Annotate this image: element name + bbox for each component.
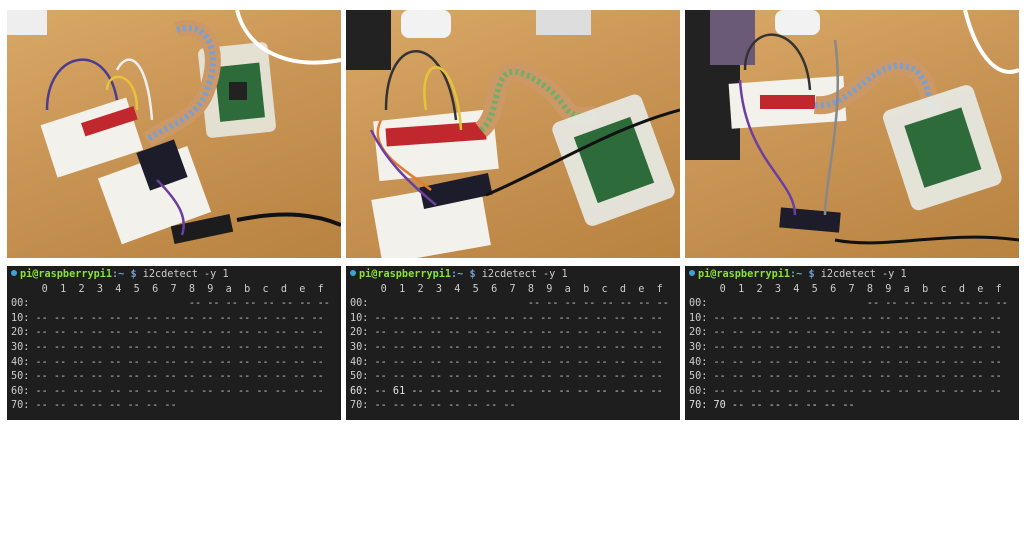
header-row: 0 1 2 3 4 5 6 7 8 9 a b c d e f — [350, 283, 663, 295]
terminal-output-2: pi@raspberrypi1:~ $ i2cdetect -y 1 0 1 2… — [346, 266, 680, 420]
row-50: 50: -- -- -- -- -- -- -- -- -- -- -- -- … — [689, 371, 1002, 383]
row-20: 20: -- -- -- -- -- -- -- -- -- -- -- -- … — [689, 327, 1002, 339]
photo-setup-3 — [685, 10, 1019, 258]
terminal-status-dot-icon — [11, 270, 17, 276]
row-70: 70: -- -- -- -- -- -- -- -- — [350, 400, 516, 412]
row-50: 50: -- -- -- -- -- -- -- -- -- -- -- -- … — [11, 371, 324, 383]
row-70: 70: 70 -- -- -- -- -- -- -- — [689, 400, 855, 412]
header-row: 0 1 2 3 4 5 6 7 8 9 a b c d e f — [689, 283, 1002, 295]
terminal-output-1: pi@raspberrypi1:~ $ i2cdetect -y 1 0 1 2… — [7, 266, 341, 420]
photo-setup-1 — [7, 10, 341, 258]
row-30: 30: -- -- -- -- -- -- -- -- -- -- -- -- … — [689, 341, 1002, 353]
row-00: 00: -- -- -- -- -- -- -- -- — [689, 298, 1008, 310]
prompt-user-host: pi@raspberrypi1 — [698, 269, 791, 280]
prompt-user-host: pi@raspberrypi1 — [359, 269, 452, 280]
header-row: 0 1 2 3 4 5 6 7 8 9 a b c d e f — [11, 283, 324, 295]
row-00: 00: -- -- -- -- -- -- -- -- — [11, 298, 330, 310]
terminal-output-3: pi@raspberrypi1:~ $ i2cdetect -y 1 0 1 2… — [685, 266, 1019, 420]
row-40: 40: -- -- -- -- -- -- -- -- -- -- -- -- … — [350, 356, 663, 368]
row-60: 60: -- -- -- -- -- -- -- -- -- -- -- -- … — [11, 385, 324, 397]
command-text: i2cdetect -y 1 — [142, 269, 229, 280]
prompt-symbol: $ — [130, 269, 137, 280]
row-10: 10: -- -- -- -- -- -- -- -- -- -- -- -- … — [689, 312, 1002, 324]
prompt-path: :~ — [790, 269, 803, 280]
row-60: 60: -- -- -- -- -- -- -- -- -- -- -- -- … — [689, 385, 1002, 397]
row-70: 70: -- -- -- -- -- -- -- -- — [11, 400, 177, 412]
row-40: 40: -- -- -- -- -- -- -- -- -- -- -- -- … — [689, 356, 1002, 368]
row-30: 30: -- -- -- -- -- -- -- -- -- -- -- -- … — [350, 341, 663, 353]
row-50: 50: -- -- -- -- -- -- -- -- -- -- -- -- … — [350, 371, 663, 383]
row-00: 00: -- -- -- -- -- -- -- -- — [350, 298, 669, 310]
raspberry-pi-breadboard-photo — [685, 10, 1019, 245]
raspberry-pi-breadboard-photo — [7, 10, 341, 245]
raspberry-pi-breadboard-photo — [346, 10, 680, 258]
command-text: i2cdetect -y 1 — [481, 269, 568, 280]
row-40: 40: -- -- -- -- -- -- -- -- -- -- -- -- … — [11, 356, 324, 368]
prompt-path: :~ — [112, 269, 125, 280]
row-10: 10: -- -- -- -- -- -- -- -- -- -- -- -- … — [350, 312, 663, 324]
prompt-symbol: $ — [469, 269, 476, 280]
row-60: 60: -- 61 -- -- -- -- -- -- -- -- -- -- … — [350, 385, 663, 397]
command-text: i2cdetect -y 1 — [820, 269, 907, 280]
row-20: 20: -- -- -- -- -- -- -- -- -- -- -- -- … — [11, 327, 324, 339]
row-10: 10: -- -- -- -- -- -- -- -- -- -- -- -- … — [11, 312, 324, 324]
photo-setup-2 — [346, 10, 680, 258]
prompt-path: :~ — [451, 269, 464, 280]
terminal-status-dot-icon — [689, 270, 695, 276]
prompt-user-host: pi@raspberrypi1 — [20, 269, 113, 280]
prompt-symbol: $ — [808, 269, 815, 280]
row-30: 30: -- -- -- -- -- -- -- -- -- -- -- -- … — [11, 341, 324, 353]
terminal-status-dot-icon — [350, 270, 356, 276]
row-20: 20: -- -- -- -- -- -- -- -- -- -- -- -- … — [350, 327, 663, 339]
